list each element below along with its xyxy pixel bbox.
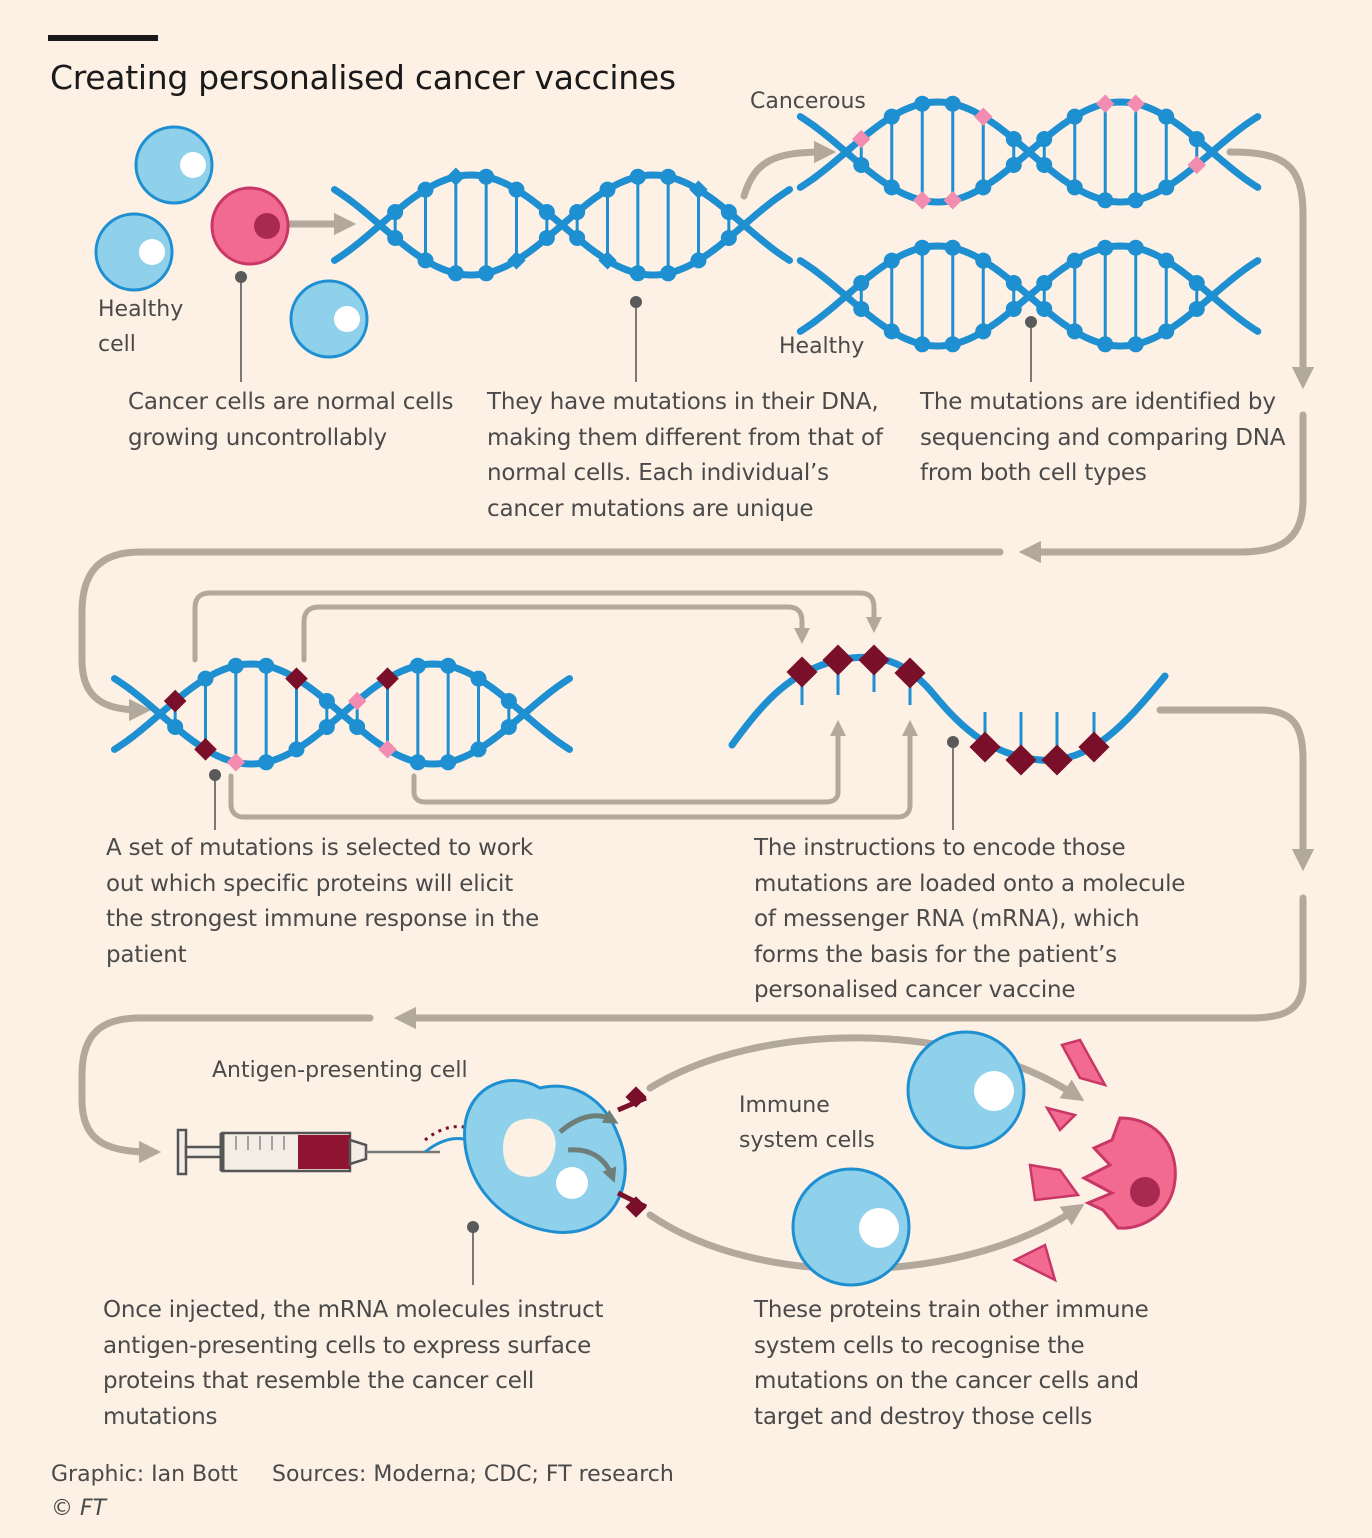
dna-helix-icon bbox=[796, 239, 1262, 353]
immune-system-cells-label: Immune system cells bbox=[739, 1093, 875, 1153]
flow-arrows bbox=[78, 140, 1315, 1273]
footer-copyright: © FT bbox=[51, 1496, 107, 1521]
title-rule bbox=[48, 35, 158, 41]
healthy-cell-label: Healthy cell bbox=[98, 297, 184, 357]
healthy-dna-label: Healthy bbox=[779, 334, 865, 359]
dna-helix-icon bbox=[331, 167, 793, 282]
page-title: Creating personalised cancer vaccines bbox=[50, 58, 676, 97]
antigen-presenting-cell-label: Antigen-presenting cell bbox=[212, 1058, 468, 1083]
dna-helix-icon bbox=[111, 657, 573, 772]
cancer-cell-icon bbox=[210, 186, 290, 266]
syringe-icon bbox=[176, 1128, 440, 1176]
cancer-cell-destroyed-icon bbox=[1012, 1038, 1177, 1283]
immune-cell-icon bbox=[791, 1030, 1026, 1287]
cancerous-label: Cancerous bbox=[750, 89, 866, 114]
step-6-text: Once injected, the mRNA molecules instru… bbox=[103, 1297, 604, 1430]
footer-sources: Sources: Moderna; CDC; FT research bbox=[272, 1462, 674, 1487]
mrna-strand-icon bbox=[728, 644, 1169, 776]
healthy-cell-icon bbox=[94, 125, 369, 359]
dna-helix-icon bbox=[796, 94, 1262, 210]
footer-graphic-credit: Graphic: Ian Bott bbox=[51, 1462, 238, 1487]
step-2-text: They have mutations in their DNA,making … bbox=[487, 389, 883, 522]
antigen-presenting-cell-icon bbox=[463, 1078, 648, 1234]
callout-pointers bbox=[209, 271, 1037, 1285]
